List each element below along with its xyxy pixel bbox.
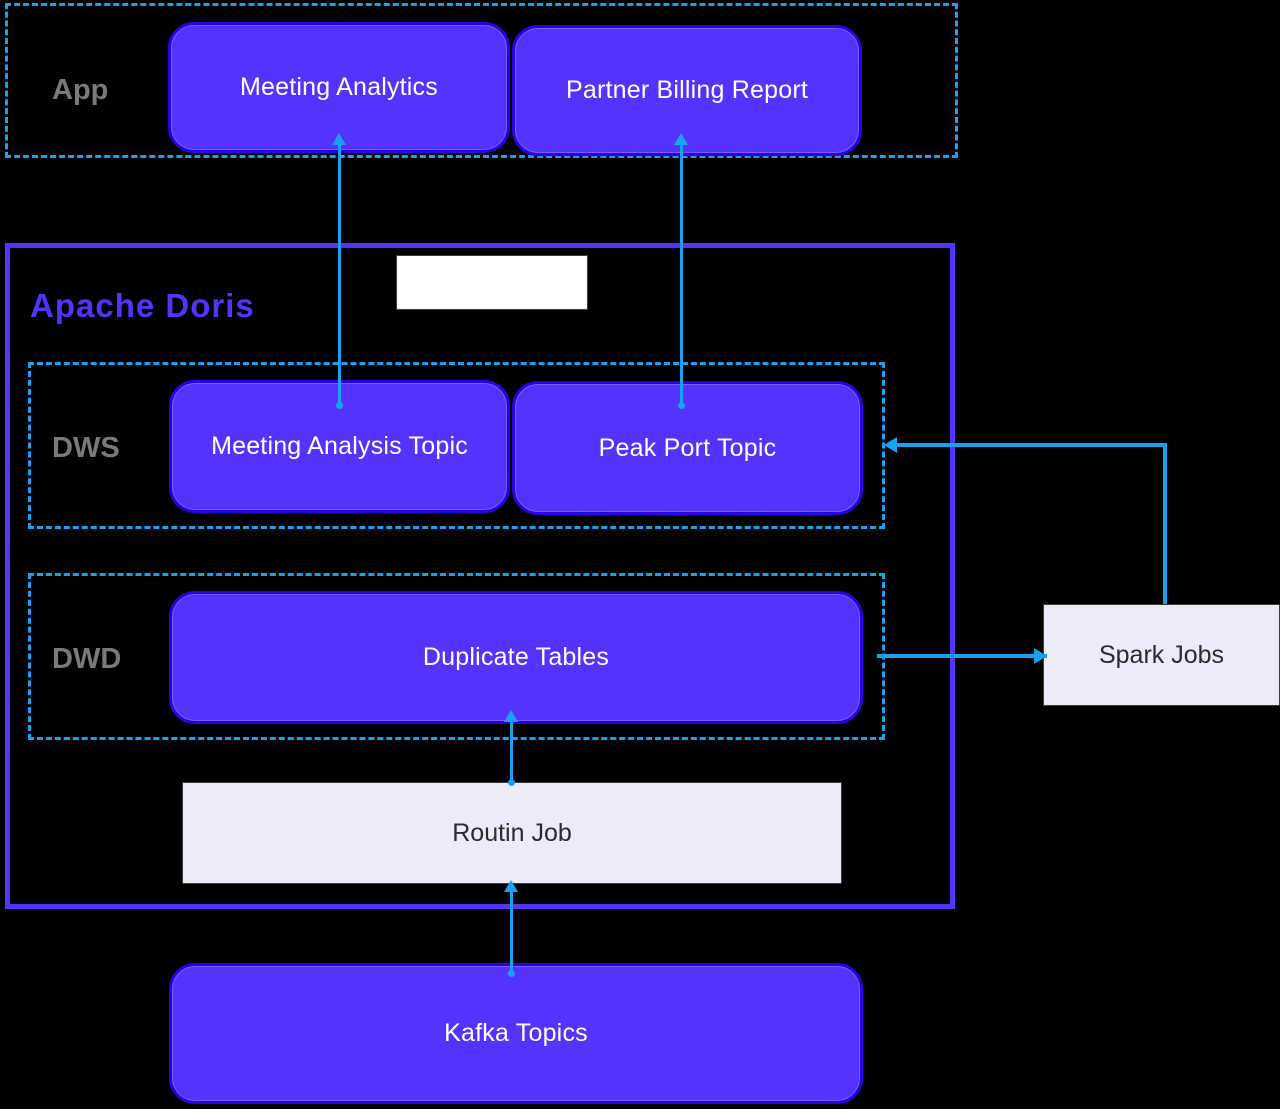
- connector-spark-to-dws-horizontal-line: [896, 443, 1167, 447]
- connector-peak-port-endpoint-dot-icon: [678, 402, 685, 409]
- node-kafka-topics-label: Kafka Topics: [444, 1019, 588, 1047]
- node-partner-billing-report-label: Partner Billing Report: [565, 76, 808, 104]
- connector-kafka-to-routine-line: [510, 892, 513, 975]
- connector-peak-port-arrowhead-icon: [674, 133, 688, 145]
- node-duplicate-tables[interactable]: Duplicate Tables: [169, 591, 863, 724]
- connector-spark-to-dws-arrowhead-icon: [884, 437, 897, 453]
- box-spark-jobs-label: Spark Jobs: [1098, 640, 1225, 669]
- connector-meeting-endpoint-dot-icon: [336, 402, 343, 409]
- node-duplicate-tables-label: Duplicate Tables: [422, 643, 610, 671]
- node-peak-port-topic-label: Peak Port Topic: [598, 433, 777, 462]
- node-peak-port-topic[interactable]: Peak Port Topic: [512, 381, 863, 515]
- box-routine-job-label: Routin Job: [452, 818, 572, 847]
- apache-doris-container: [5, 243, 955, 909]
- dwd-layer-label: DWD: [52, 642, 122, 675]
- node-partner-billing-report[interactable]: Partner Billing Report: [512, 25, 862, 156]
- dws-layer-container: [28, 362, 885, 529]
- connector-dwd-to-spark-line: [877, 654, 1047, 658]
- box-spark-jobs[interactable]: Spark Jobs: [1043, 604, 1280, 706]
- node-meeting-analysis-topic-label: Meeting Analysis Topic: [211, 432, 468, 460]
- connector-peak-port-line: [680, 143, 683, 405]
- app-layer-label: App: [52, 73, 109, 106]
- connector-kafka-to-routine-arrowhead-icon: [504, 880, 518, 892]
- node-meeting-analytics-label: Meeting Analytics: [240, 73, 438, 101]
- dws-layer-label: DWS: [52, 431, 120, 464]
- connector-meeting-line: [338, 143, 341, 405]
- app-layer-container: [5, 3, 958, 158]
- connector-spark-to-dws-vertical-line: [1163, 443, 1167, 604]
- connector-routine-to-duplicate-endpoint-dot-icon: [508, 779, 515, 786]
- blank-placeholder-box: [396, 255, 588, 310]
- node-kafka-topics[interactable]: Kafka Topics: [169, 963, 863, 1104]
- connector-routine-to-duplicate-line: [510, 722, 513, 784]
- connector-kafka-to-routine-endpoint-dot-icon: [508, 970, 515, 977]
- connector-routine-to-duplicate-arrowhead-icon: [504, 710, 518, 722]
- connector-meeting-arrowhead-icon: [332, 133, 346, 145]
- box-routine-job[interactable]: Routin Job: [182, 782, 842, 884]
- connector-dwd-to-spark-arrowhead-icon: [1034, 648, 1047, 664]
- apache-doris-title: Apache Doris: [30, 287, 255, 324]
